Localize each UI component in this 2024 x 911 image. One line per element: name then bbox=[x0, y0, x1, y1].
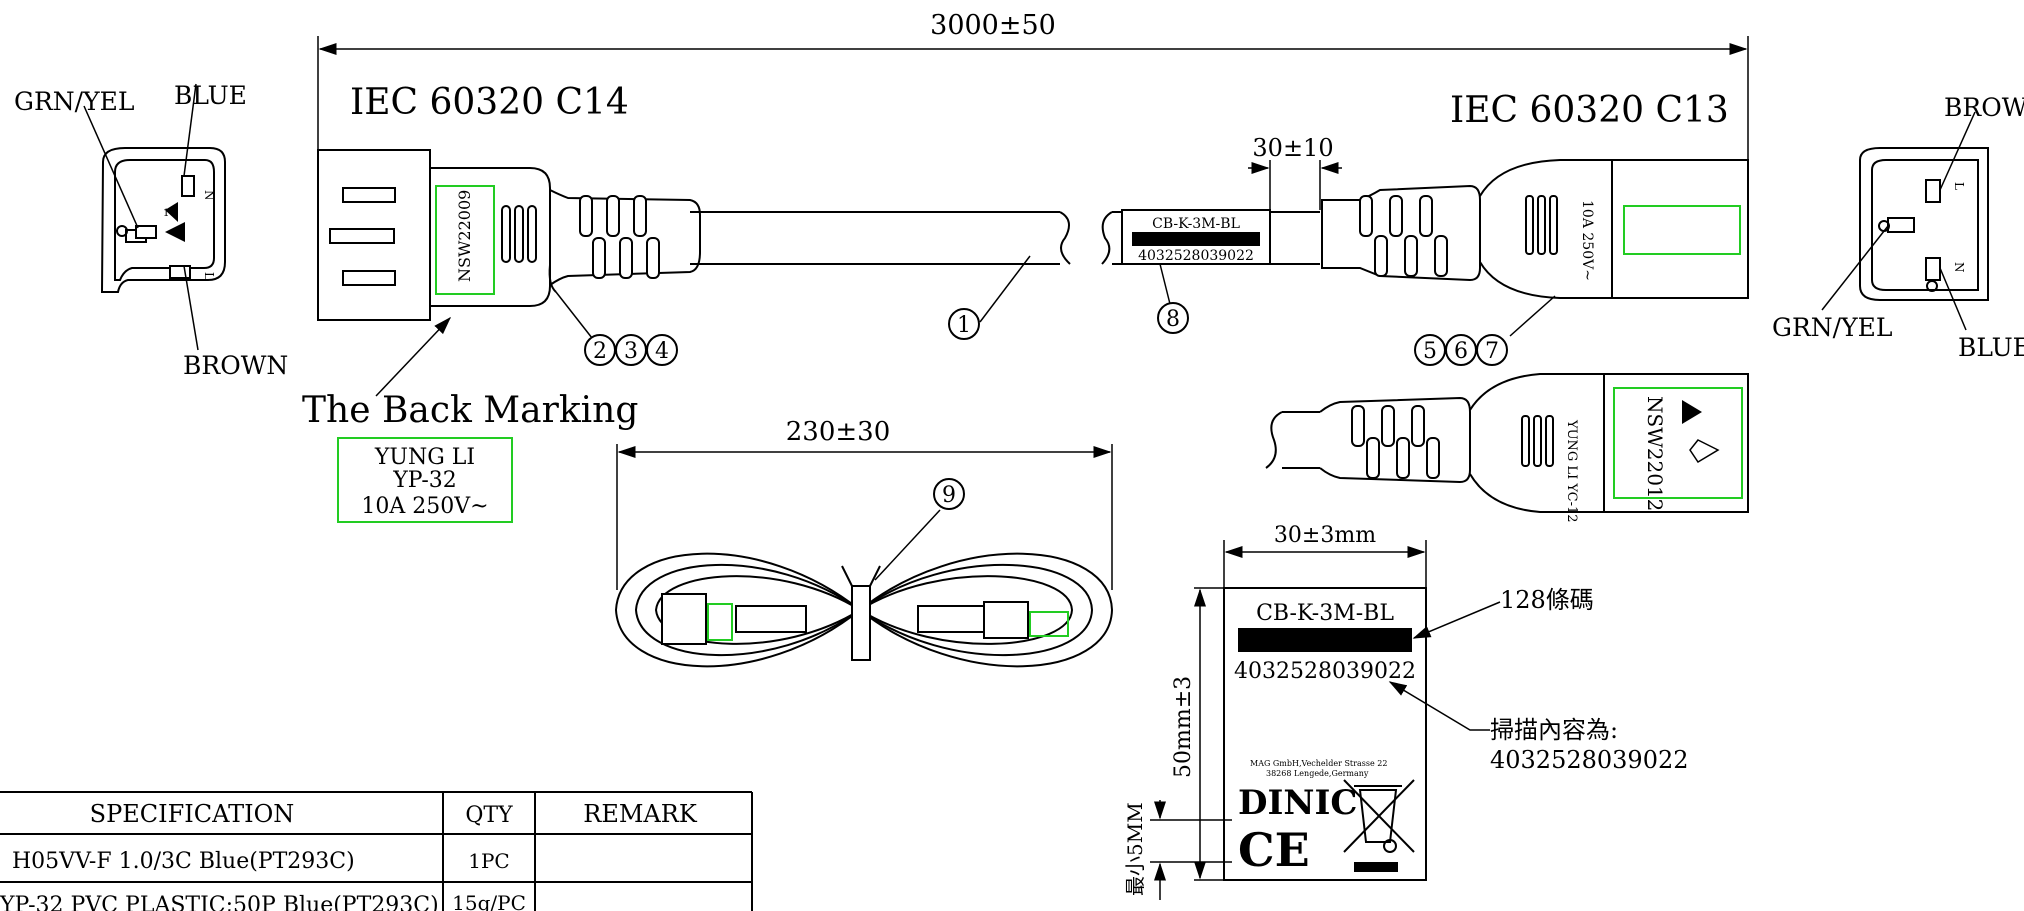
table-row-2-spec: YP-32 PVC PLASTIC;50P Blue(PT293C) bbox=[0, 893, 439, 911]
label-barcode-number: 4032528039022 bbox=[1234, 659, 1416, 684]
label-maker-line-1: MAG GmbH,Vechelder Strasse 22 bbox=[1250, 759, 1387, 768]
overall-length-text: 3000±50 bbox=[930, 10, 1056, 41]
certification-marks-icon bbox=[1682, 400, 1720, 464]
certification-marks-icon: 10 bbox=[163, 202, 185, 242]
cable-label-barcode-number: 4032528039022 bbox=[1138, 248, 1254, 264]
right-blue-label: BLUE bbox=[1958, 333, 2024, 362]
back-marking-callout: The Back Marking YUNG LI YP-32 10A 250V~ bbox=[302, 316, 638, 523]
c13-pin-face: L N BROWN GRN/YEL BLUE bbox=[1772, 93, 2024, 362]
right-brown-label: BROWN bbox=[1944, 93, 2024, 122]
table-row-1-qty: 1PC bbox=[468, 849, 509, 873]
balloon-1: 1 bbox=[957, 313, 971, 338]
table-header-specification: SPECIFICATION bbox=[90, 800, 295, 828]
balloon-2: 2 bbox=[593, 339, 607, 364]
c14-molding-marking: NSW22009 bbox=[455, 190, 474, 282]
cable-label-part-no: CB-K-3M-BL bbox=[1152, 216, 1240, 232]
svg-text:10: 10 bbox=[163, 208, 176, 219]
c14-pin-face: 10 N L GRN/YEL BLUE BROWN bbox=[14, 81, 288, 380]
left-blue-label: BLUE bbox=[174, 81, 247, 110]
label-height-text: 50mm±3 bbox=[1171, 676, 1196, 778]
table-row-1-spec: H05VV-F 1.0/3C Blue(PT293C) bbox=[12, 849, 355, 874]
scan-note-title: 掃描內容為: bbox=[1490, 716, 1618, 744]
coil-width-text: 230±30 bbox=[786, 417, 891, 447]
left-l-letter: L bbox=[202, 272, 216, 280]
c13-connector-side-view: IEC 60320 C13 10A 250V~ bbox=[1321, 90, 1749, 299]
scan-note-value: 4032528039022 bbox=[1490, 746, 1689, 774]
back-marking-line-3: 10A 250V~ bbox=[361, 494, 488, 519]
c14-connector-side-view: IEC 60320 C14 NSW22009 bbox=[317, 82, 701, 321]
balloon-8: 8 bbox=[1166, 307, 1180, 332]
c14-title: IEC 60320 C14 bbox=[350, 82, 629, 123]
strip-length-text: 30±10 bbox=[1252, 134, 1333, 162]
overall-length-dimension: 3000±50 bbox=[317, 10, 1749, 160]
c13-back-side-text: YUNG LI YC-12 bbox=[1564, 419, 1579, 523]
label-ce-mark: CE bbox=[1238, 823, 1310, 877]
left-brown-label: BROWN bbox=[183, 351, 288, 380]
barcode-note: 128條碼 bbox=[1500, 586, 1594, 614]
c13-molding-marking: 10A 250V~ bbox=[1579, 200, 1595, 281]
min-margin-text: 最小5MM bbox=[1123, 802, 1147, 896]
strip-length-dimension: 30±10 bbox=[1248, 134, 1342, 210]
main-cable: CB-K-3M-BL 4032528039022 bbox=[690, 209, 1320, 265]
label-brand: DINIC bbox=[1238, 783, 1357, 823]
right-n-letter: N bbox=[1952, 262, 1966, 273]
balloon-callouts: 1 2 3 4 5 6 7 8 9 bbox=[555, 255, 1556, 581]
back-marking-line-1: YUNG LI bbox=[374, 445, 475, 470]
label-maker-line-2: 38268 Lengede,Germany bbox=[1266, 769, 1369, 778]
back-marking-line-2: YP-32 bbox=[392, 468, 457, 493]
table-header-remark: REMARK bbox=[583, 800, 698, 828]
spec-table: SPECIFICATION QTY REMARK H05VV-F 1.0/3C … bbox=[0, 791, 753, 911]
label-width-text: 30±3mm bbox=[1274, 523, 1376, 548]
balloon-5: 5 bbox=[1423, 339, 1437, 364]
back-marking-title: The Back Marking bbox=[302, 390, 638, 431]
c13-title: IEC 60320 C13 bbox=[1450, 90, 1729, 131]
table-row-2-qty: 15g/PC bbox=[452, 891, 526, 911]
label-part-no: CB-K-3M-BL bbox=[1256, 601, 1394, 626]
balloon-4: 4 bbox=[655, 339, 669, 364]
balloon-9: 9 bbox=[942, 483, 956, 508]
balloon-3: 3 bbox=[624, 339, 638, 364]
c13-back-marking: NSW22012 bbox=[1643, 396, 1667, 511]
left-grn-yel-label: GRN/YEL bbox=[14, 87, 134, 116]
balloon-7: 7 bbox=[1485, 339, 1499, 364]
table-header-qty: QTY bbox=[465, 803, 513, 828]
right-grn-yel-label: GRN/YEL bbox=[1772, 313, 1892, 342]
label-detail: 30±3mm 50mm±3 最小5MM CB-K-3M-BL 403252803… bbox=[1123, 523, 1689, 900]
weee-bin-icon bbox=[1343, 779, 1415, 872]
right-l-letter: L bbox=[1952, 182, 1966, 190]
balloon-6: 6 bbox=[1454, 339, 1468, 364]
c13-back-view: YUNG LI YC-12 NSW22012 bbox=[1265, 373, 1749, 523]
left-n-letter: N bbox=[202, 190, 216, 201]
coiled-cable-view: 230±30 bbox=[614, 417, 1114, 668]
